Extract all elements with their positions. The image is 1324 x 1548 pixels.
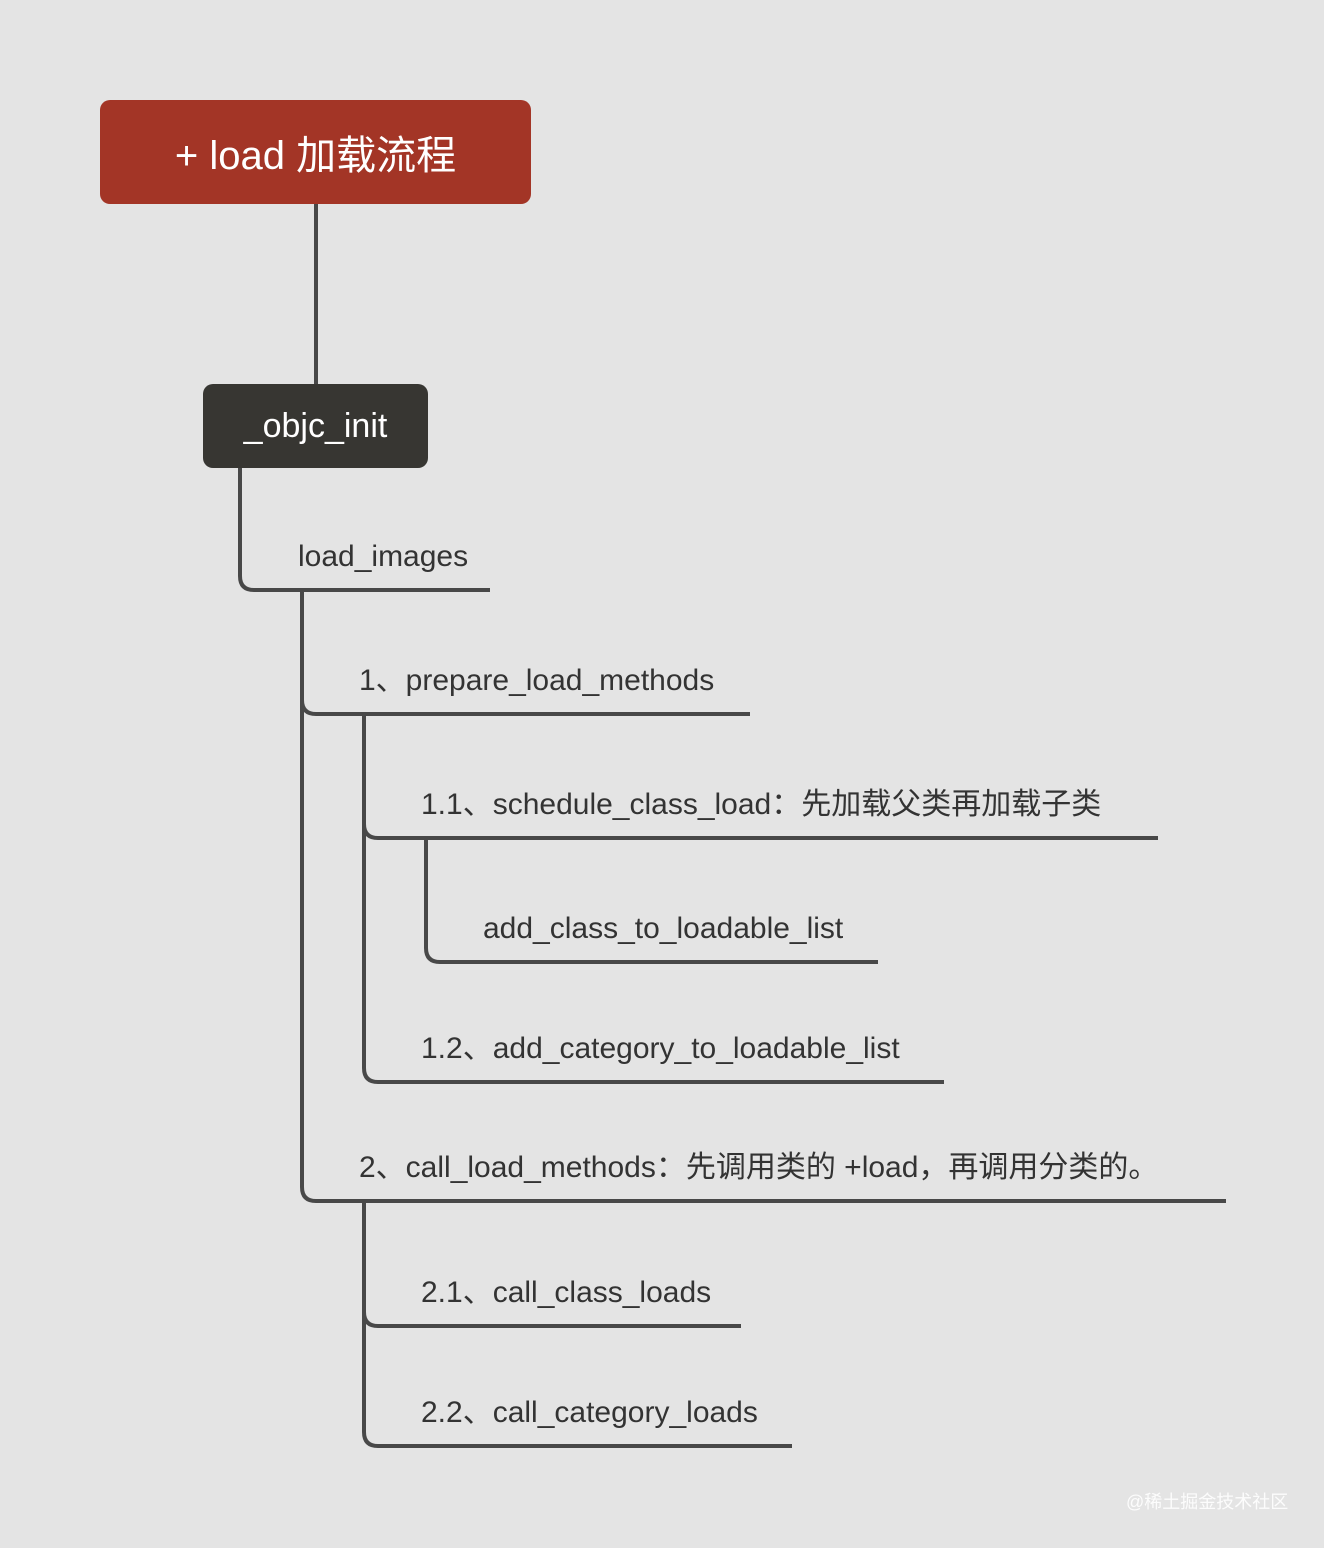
connector-add-class [424, 836, 878, 964]
branch-call-category-loads[interactable]: 2.2、call_category_loads [421, 1396, 758, 1429]
root-node[interactable]: + load 加载流程 [100, 100, 531, 204]
branch-call-load-methods[interactable]: 2、call_load_methods：先调用类的 +load，再调用分类的。 [359, 1151, 1159, 1184]
connector-objc-load-images [238, 466, 490, 592]
connector-call-category [362, 1310, 792, 1448]
root-node-label: + load 加载流程 [174, 134, 457, 178]
branch-call-class-loads[interactable]: 2.1、call_class_loads [421, 1276, 712, 1309]
objc-init-node[interactable]: _objc_init [203, 384, 428, 468]
connector-add-category [362, 822, 944, 1084]
branch-prepare-load-methods[interactable]: 1、prepare_load_methods [359, 664, 715, 697]
connector-call-load [300, 698, 1226, 1203]
objc-init-label: _objc_init [243, 406, 388, 445]
branch-schedule-class-load[interactable]: 1.1、schedule_class_load：先加载父类再加载子类 [421, 788, 1102, 821]
branch-add-category-to-loadable-list[interactable]: 1.2、add_category_to_loadable_list [421, 1032, 900, 1065]
branch-add-class-to-loadable-list[interactable]: add_class_to_loadable_list [483, 912, 844, 945]
branch-load-images[interactable]: load_images [298, 540, 469, 573]
watermark: @稀土掘金技术社区 [1126, 1492, 1289, 1512]
